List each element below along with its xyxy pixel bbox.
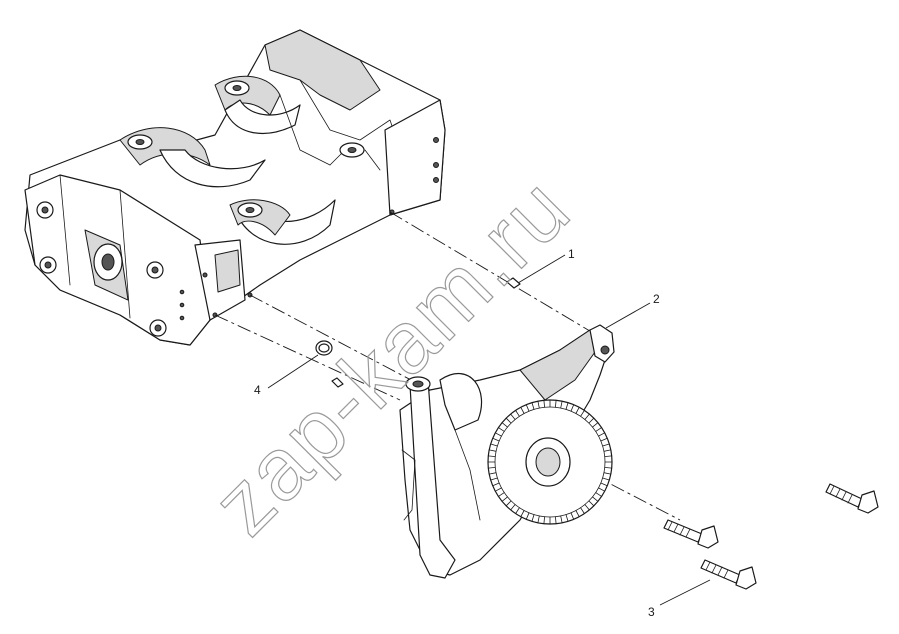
callout-4: 4 <box>254 354 319 397</box>
gear-tooth <box>560 515 563 524</box>
gear-tooth <box>570 404 575 412</box>
gear-tooth <box>531 402 535 410</box>
gear-tooth <box>537 515 540 524</box>
gear-tooth <box>497 492 505 497</box>
gear-tooth <box>555 516 557 525</box>
gear-tooth <box>580 507 585 514</box>
dowel-pin-part-1 <box>506 277 521 289</box>
gear-tooth <box>602 477 610 481</box>
gear-tooth <box>595 492 602 497</box>
gear-tooth <box>543 399 545 408</box>
gear-tooth <box>600 482 608 487</box>
gear-tooth <box>537 400 540 409</box>
gear-tooth <box>494 432 502 437</box>
engine-block-bedplate <box>24 29 446 346</box>
gear-tooth <box>492 482 500 487</box>
gear-tooth <box>520 406 525 414</box>
o-ring-part-4 <box>315 340 333 356</box>
gear-tooth <box>598 432 606 437</box>
gear-tooth <box>525 512 530 520</box>
gear-tooth <box>575 510 580 518</box>
bolt-part-3-a <box>663 519 719 549</box>
gear-tooth <box>490 443 498 447</box>
gear-tooth <box>604 466 613 469</box>
callout-2: 2 <box>605 292 660 329</box>
gear-tooth <box>603 472 612 475</box>
gear-tooth <box>488 449 497 452</box>
gear-tooth <box>592 422 599 428</box>
gear-tooth <box>501 422 508 428</box>
gear-tooth <box>488 472 497 475</box>
gear-tooth <box>584 504 590 511</box>
gear-tooth <box>565 514 569 522</box>
gear-tooth <box>588 500 595 507</box>
gear-tooth <box>600 437 608 442</box>
gear-tooth <box>588 417 595 424</box>
gear-tooth <box>497 427 505 432</box>
callout-label-3: 3 <box>648 605 655 619</box>
gear-tooth <box>543 516 545 525</box>
gear-tooth <box>505 500 512 507</box>
callout-3: 3 <box>648 579 711 619</box>
callout-label-2: 2 <box>653 292 660 306</box>
gear-tooth <box>598 487 606 492</box>
gear-tooth <box>492 437 500 442</box>
gear-tooth <box>501 496 508 502</box>
small-dowel-pin <box>331 377 344 388</box>
gear-tooth <box>575 406 580 414</box>
gear-tooth <box>531 514 535 522</box>
gear-tooth <box>595 427 602 432</box>
gear-tooth <box>604 455 613 458</box>
gear-tooth <box>494 487 502 492</box>
gear-tooth <box>515 409 520 417</box>
gear-tooth <box>602 443 610 447</box>
gear-tooth <box>565 402 569 410</box>
gear-tooth <box>505 417 512 424</box>
gear-tooth <box>592 496 599 502</box>
gear-tooth <box>515 507 520 514</box>
gear-tooth <box>510 413 516 420</box>
callout-label-1: 1 <box>568 247 575 261</box>
callout-1: 1 <box>517 247 575 284</box>
gear-tooth <box>603 449 612 452</box>
oil-pump-assembly-part-2 <box>399 324 615 579</box>
bolt-part-3-b <box>700 559 757 590</box>
gear-tooth <box>490 477 498 481</box>
callout-label-4: 4 <box>254 383 261 397</box>
gear-tooth <box>487 455 496 458</box>
gear-tooth <box>510 504 516 511</box>
gear-tooth <box>525 404 530 412</box>
gear-tooth <box>580 409 585 417</box>
gear-tooth <box>584 413 590 420</box>
gear-tooth <box>487 466 496 469</box>
gear-tooth <box>555 399 557 408</box>
bolt-part-3-c <box>825 483 879 514</box>
gear-tooth <box>520 510 525 518</box>
gear-tooth <box>570 512 575 520</box>
gear-tooth <box>560 400 563 409</box>
